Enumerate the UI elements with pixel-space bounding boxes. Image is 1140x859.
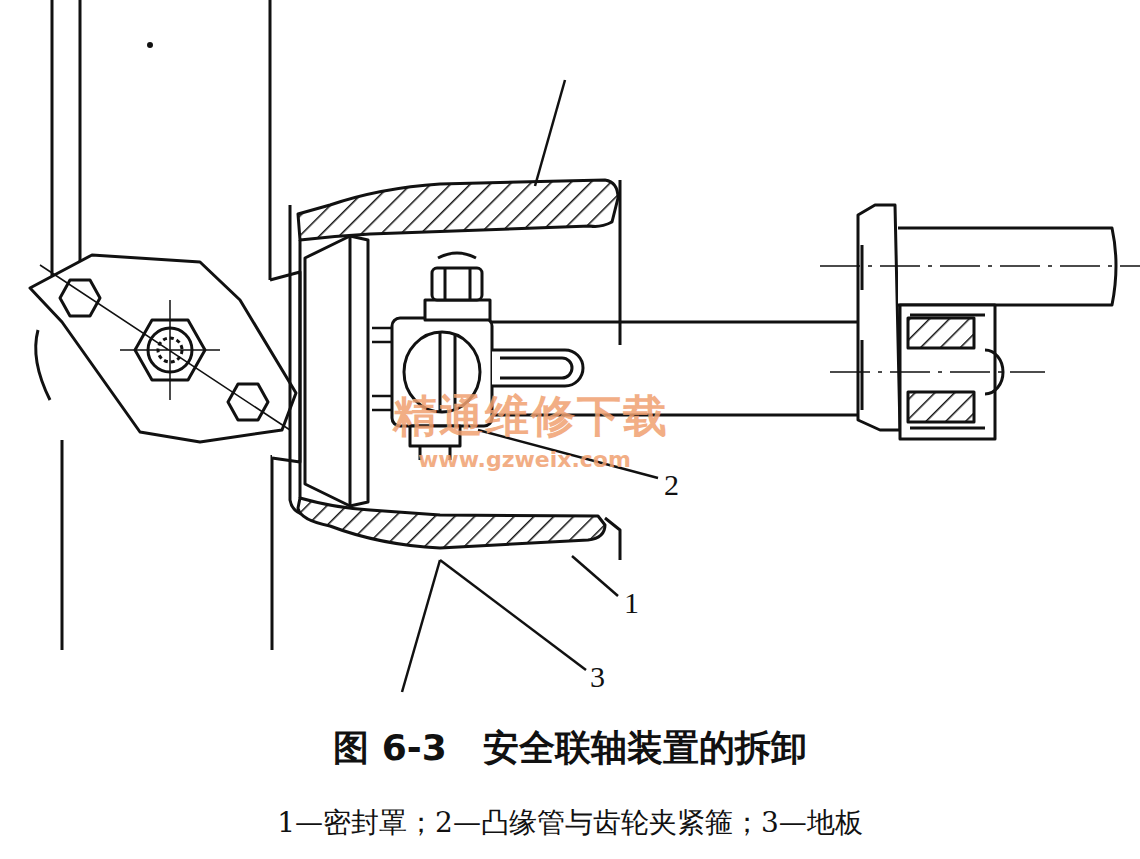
figure-caption: 图 6-3 安全联轴装置的拆卸 <box>333 728 807 768</box>
watermark-url: www.gzweix.com <box>418 448 631 472</box>
parts-key: 1—密封罩；2—凸缘管与齿轮夹紧箍；3—地板 <box>277 808 862 839</box>
callout-number: 3 <box>588 660 607 693</box>
watermark: 精通维修下载 <box>393 392 669 440</box>
callout-number: 1 <box>622 586 641 619</box>
callout-number: 2 <box>662 468 681 501</box>
